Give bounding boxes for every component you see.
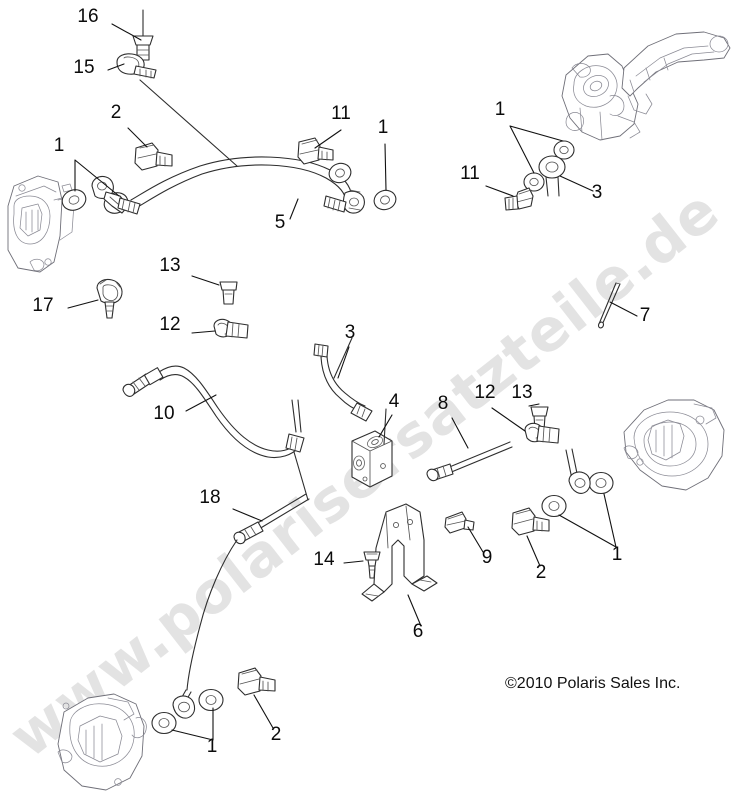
callout-1-master: 1 xyxy=(495,99,506,120)
part-14-push-rivet xyxy=(363,551,381,579)
callout-1-top-left: 1 xyxy=(54,135,65,156)
part-11-bleeder-screw-top xyxy=(297,137,334,165)
callout-4: 4 xyxy=(389,391,400,412)
part-5-front-brake-line xyxy=(91,156,365,215)
callout-13-upper: 13 xyxy=(159,255,180,276)
part-11-bleeder-screw-master xyxy=(504,187,534,211)
callout-3-top: 3 xyxy=(592,182,603,203)
part-13-grommet-upper xyxy=(219,281,238,305)
callout-6: 6 xyxy=(413,621,424,642)
callout-16: 16 xyxy=(77,6,98,27)
part-15-hose-clamp xyxy=(116,53,238,167)
bottom-left-banjo-and-washers xyxy=(151,688,224,735)
front-brake-caliper-top-left xyxy=(7,175,75,273)
part-10-brake-hose xyxy=(122,365,309,501)
callout-14: 14 xyxy=(313,549,335,570)
part-3-brake-switch-lead-center xyxy=(313,337,373,422)
callout-12-upper: 12 xyxy=(159,314,180,335)
part-6-line-bracket xyxy=(361,503,438,602)
part-12-line-clip-upper xyxy=(213,318,249,339)
callout-1-bottom: 1 xyxy=(207,736,218,757)
rear-brake-caliper-mid-right xyxy=(623,399,725,491)
callout-11-master: 11 xyxy=(460,163,480,184)
callout-17: 17 xyxy=(32,295,53,316)
part-1-washers-master-cylinder xyxy=(523,140,575,192)
callout-2-bottom: 2 xyxy=(271,724,282,745)
callout-10: 10 xyxy=(153,403,174,424)
callout-numbers-layer: 16 15 2 11 1 1 5 1 11 3 13 17 12 3 7 10 … xyxy=(32,6,650,757)
part-2-banjo-bolt-top xyxy=(134,142,173,171)
callout-5: 5 xyxy=(275,212,286,233)
part-18-brake-line-segment xyxy=(186,493,310,691)
part-7-cotter-pin xyxy=(597,282,621,329)
callout-12-lower: 12 xyxy=(474,382,495,403)
callout-11-top: 11 xyxy=(331,103,351,124)
part-2-banjo-bolt-bottom xyxy=(237,667,276,696)
callout-8: 8 xyxy=(438,393,449,414)
part-17-cable-tie-mount xyxy=(96,278,123,319)
callout-3-center: 3 xyxy=(345,322,356,343)
copyright-notice: ©2010 Polaris Sales Inc. xyxy=(505,675,680,692)
part-3-brake-switch-lead-top xyxy=(538,155,566,197)
callout-15: 15 xyxy=(73,57,94,78)
callout-2-top: 2 xyxy=(111,102,122,123)
callout-1-mid-right: 1 xyxy=(612,544,623,565)
brake-line-banjo-mid-right xyxy=(565,448,591,494)
callout-18: 18 xyxy=(199,487,220,508)
master-cylinder-assembly xyxy=(561,31,731,141)
part-12-line-clip-lower xyxy=(524,422,560,444)
callout-9: 9 xyxy=(482,547,493,568)
part-16-clamp-screw xyxy=(132,9,154,61)
callout-2-mid-right: 2 xyxy=(536,562,547,583)
part-1-washers-top-right xyxy=(328,162,397,211)
brake-caliper-bottom-left xyxy=(57,693,147,791)
part-8-rear-brake-line xyxy=(426,441,513,482)
part-2-banjo-bolt-mid-right xyxy=(511,507,550,536)
callout-13-lower: 13 xyxy=(511,382,532,403)
callout-7: 7 xyxy=(640,305,651,326)
part-1-washers-mid-right xyxy=(541,471,614,518)
part-9-bracket-screw xyxy=(444,511,475,534)
leader-lines-layer xyxy=(67,23,638,741)
callout-1-top-right: 1 xyxy=(378,117,389,138)
